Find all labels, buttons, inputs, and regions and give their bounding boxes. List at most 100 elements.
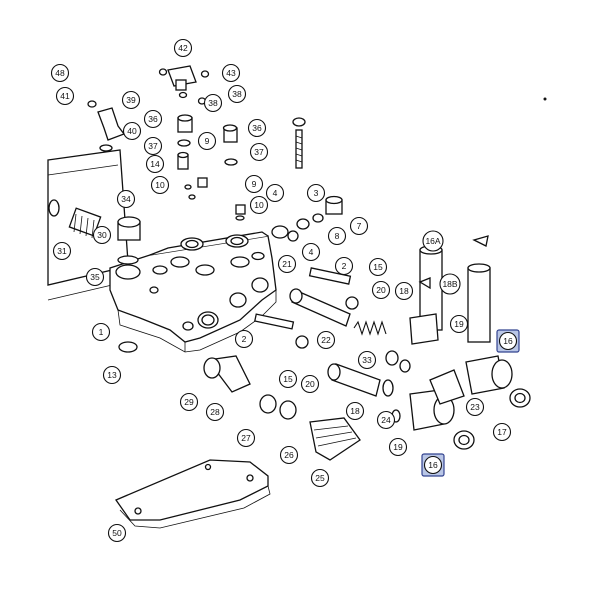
- callout-label: 16A: [425, 236, 440, 246]
- callout-1: 1: [91, 322, 111, 342]
- callout-label: 18: [399, 286, 409, 296]
- callout-label: 31: [57, 246, 67, 256]
- callout-circle: [439, 273, 461, 295]
- callout-24: 24: [376, 410, 396, 430]
- callout-50: 50: [107, 523, 127, 543]
- callout-label: 18: [350, 406, 360, 416]
- callout-circle: [107, 523, 127, 543]
- callout-19: 19: [449, 314, 469, 334]
- callout-circle: [92, 225, 112, 245]
- callout-label: 48: [55, 68, 65, 78]
- callout-circle: [55, 86, 75, 106]
- callout-label: 33: [362, 355, 372, 365]
- callout-circle: [498, 331, 518, 351]
- callout-36: 36: [247, 118, 267, 138]
- callout-label: 15: [283, 374, 293, 384]
- callout-label: 42: [178, 43, 188, 53]
- callout-18B: 18B: [439, 273, 461, 295]
- callout-circle: [116, 189, 136, 209]
- callout-8: 8: [327, 226, 347, 246]
- callout-label: 25: [315, 473, 325, 483]
- callout-9: 9: [197, 131, 217, 151]
- callout-13: 13: [102, 365, 122, 385]
- callout-label: 38: [232, 89, 242, 99]
- callout-label: 2: [342, 261, 347, 271]
- callout-34: 34: [116, 189, 136, 209]
- callout-label: 29: [184, 397, 194, 407]
- callout-label: 38: [208, 98, 218, 108]
- callout-label: 27: [241, 433, 251, 443]
- callout-label: 26: [284, 450, 294, 460]
- callout-circle: [300, 374, 320, 394]
- callout-circle: [91, 322, 111, 342]
- callout-circle: [249, 142, 269, 162]
- callout-15: 15: [278, 369, 298, 389]
- callout-circle: [236, 428, 256, 448]
- callout-circle: [244, 174, 264, 194]
- callout-15: 15: [368, 257, 388, 277]
- callout-38: 38: [203, 93, 223, 113]
- callout-10: 10: [150, 175, 170, 195]
- callout-label: 10: [254, 200, 264, 210]
- callout-circle: [197, 131, 217, 151]
- callout-label: 36: [252, 123, 262, 133]
- callout-circle: [247, 118, 267, 138]
- callout-14: 14: [145, 154, 165, 174]
- callout-circle: [50, 63, 70, 83]
- callout-circle: [310, 468, 330, 488]
- callout-circle: [102, 365, 122, 385]
- callout-label: 14: [150, 159, 160, 169]
- callout-18: 18: [394, 281, 414, 301]
- callout-label: 36: [148, 114, 158, 124]
- callout-circle: [145, 154, 165, 174]
- callout-41: 41: [55, 86, 75, 106]
- callout-label: 9: [205, 136, 210, 146]
- callout-circle: [371, 280, 391, 300]
- callout-label: 16: [503, 336, 513, 346]
- callout-label: 41: [60, 91, 70, 101]
- callout-label: 20: [376, 285, 386, 295]
- callout-circle: [143, 136, 163, 156]
- callout-label: 13: [107, 370, 117, 380]
- callout-label: 37: [254, 147, 264, 157]
- callout-circle: [334, 256, 354, 276]
- callout-4: 4: [301, 242, 321, 262]
- callout-48: 48: [50, 63, 70, 83]
- callout-label: 20: [305, 379, 315, 389]
- callout-label: 21: [282, 259, 292, 269]
- callout-label: 24: [381, 415, 391, 425]
- callout-31: 31: [52, 241, 72, 261]
- callout-label: 34: [121, 194, 131, 204]
- callout-circle: [301, 242, 321, 262]
- callout-7: 7: [349, 216, 369, 236]
- top-fittings: [87, 65, 343, 242]
- callout-circle: [368, 257, 388, 277]
- callout-17: 17: [492, 422, 512, 442]
- callout-label: 28: [210, 407, 220, 417]
- callout-3: 3: [306, 183, 326, 203]
- callout-circle: [221, 63, 241, 83]
- callout-label: 3: [314, 188, 319, 198]
- callout-43: 43: [221, 63, 241, 83]
- callout-37: 37: [249, 142, 269, 162]
- callout-circle: [306, 183, 326, 203]
- callout-circle: [173, 38, 193, 58]
- callout-label: 22: [321, 335, 331, 345]
- callout-22: 22: [316, 330, 336, 350]
- callout-circle: [376, 410, 396, 430]
- callout-label: 19: [393, 442, 403, 452]
- callout-18: 18: [345, 401, 365, 421]
- callout-label: 15: [373, 262, 383, 272]
- callout-circle: [492, 422, 512, 442]
- callout-label: 1: [99, 327, 104, 337]
- speck: [543, 97, 547, 101]
- callout-30: 30: [92, 225, 112, 245]
- callout-23: 23: [465, 397, 485, 417]
- callout-circle: [234, 329, 254, 349]
- callout-label: 4: [273, 188, 278, 198]
- callout-label: 50: [112, 528, 122, 538]
- bracket: [115, 459, 271, 529]
- callout-circle: [52, 241, 72, 261]
- callout-label: 8: [335, 231, 340, 241]
